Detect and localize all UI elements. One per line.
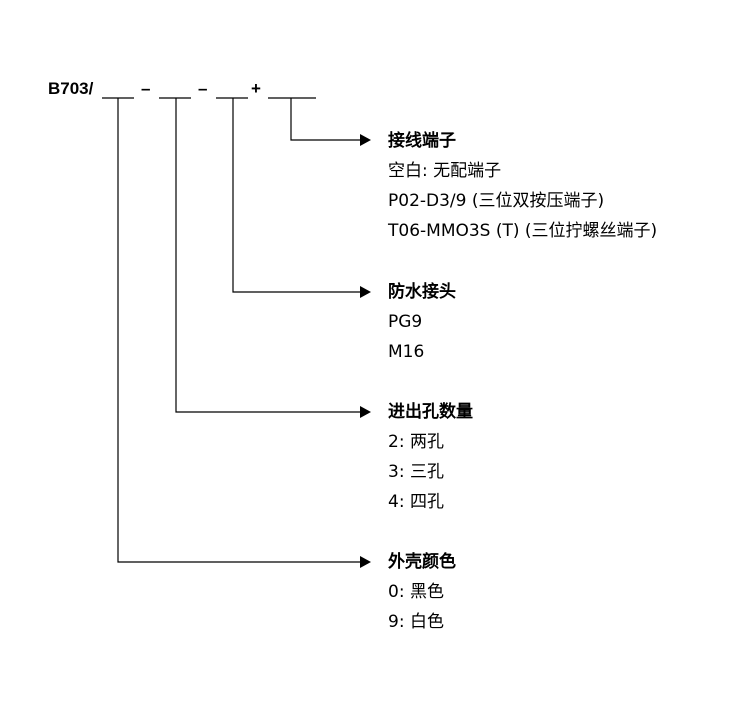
- group-item: 空白: 无配端子: [388, 161, 502, 181]
- code-separator-2: –: [198, 79, 208, 98]
- arrow-icon: [360, 556, 371, 568]
- leader-waterproof: [232, 98, 362, 293]
- leader-housing-color: [117, 98, 362, 563]
- arrow-icon: [360, 406, 371, 418]
- group-waterproof: 防水接头 PG9 M16: [388, 277, 456, 367]
- group-item: PG9: [388, 312, 423, 332]
- group-item: T06-MMO3S (T) (三位拧螺丝端子): [388, 221, 658, 241]
- code-prefix: B703/: [48, 79, 94, 98]
- group-title: 外壳颜色: [388, 552, 456, 572]
- leader-terminal: [290, 98, 362, 141]
- group-housing-color: 外壳颜色 0: 黑色 9: 白色: [388, 547, 456, 637]
- group-item: 9: 白色: [388, 612, 444, 632]
- group-title: 进出孔数量: [388, 402, 473, 422]
- arrow-icon: [360, 134, 371, 146]
- group-hole-count: 进出孔数量 2: 两孔 3: 三孔 4: 四孔: [388, 397, 473, 517]
- group-item: 4: 四孔: [388, 492, 444, 512]
- arrow-icon: [360, 286, 371, 298]
- group-title: 接线端子: [388, 131, 456, 151]
- group-item: 3: 三孔: [388, 462, 444, 482]
- group-item: M16: [388, 342, 425, 362]
- code-separator-1: –: [141, 79, 151, 98]
- code-plus: +: [251, 79, 261, 98]
- group-item: 2: 两孔: [388, 432, 444, 452]
- group-title: 防水接头: [388, 282, 456, 302]
- group-terminal: 接线端子 空白: 无配端子 P02-D3/9 (三位双按压端子) T06-MMO…: [388, 126, 657, 246]
- group-item: 0: 黑色: [388, 582, 444, 602]
- leader-hole-count: [175, 98, 362, 413]
- group-item: P02-D3/9 (三位双按压端子): [388, 191, 605, 211]
